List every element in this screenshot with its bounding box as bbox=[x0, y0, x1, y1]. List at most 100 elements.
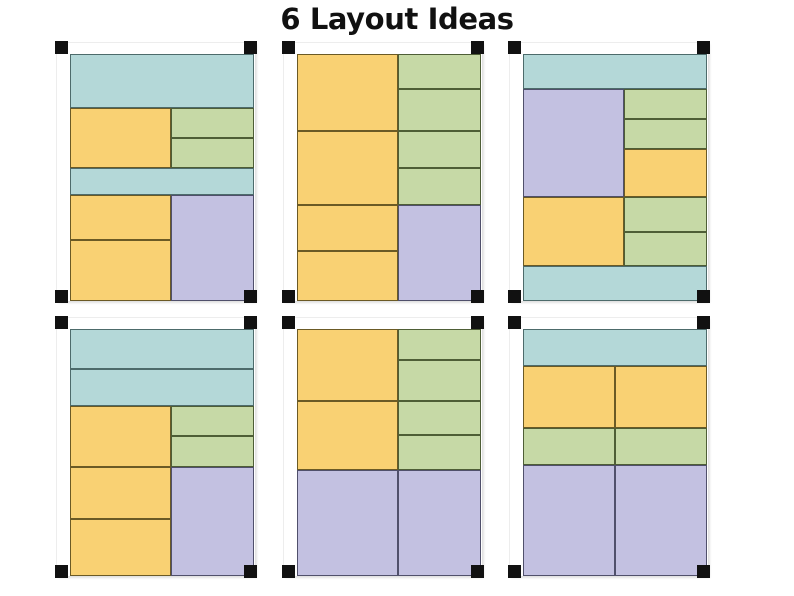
block-orange-1[interactable] bbox=[297, 329, 399, 401]
block-orange-1[interactable] bbox=[523, 366, 615, 428]
block-green-2[interactable] bbox=[398, 167, 481, 205]
block-green-1[interactable] bbox=[398, 130, 481, 168]
band-orange-pair-col-2 bbox=[615, 366, 707, 428]
block-purple-1[interactable] bbox=[171, 194, 254, 301]
selection-handle-bottom-left[interactable] bbox=[55, 565, 68, 578]
block-orange-3[interactable] bbox=[624, 149, 707, 198]
selection-handle-top-left[interactable] bbox=[55, 41, 68, 54]
block-orange-2[interactable] bbox=[70, 519, 172, 576]
block-purple-1[interactable] bbox=[297, 469, 399, 576]
block-green-2[interactable] bbox=[624, 231, 707, 267]
block-green-2[interactable] bbox=[398, 435, 481, 470]
block-green-1[interactable] bbox=[624, 88, 707, 119]
band-orange-green-top-col-1 bbox=[297, 329, 399, 401]
selection-handle-top-left[interactable] bbox=[55, 316, 68, 329]
block-orange-1[interactable] bbox=[615, 366, 707, 428]
band-purple-pair-col-2 bbox=[615, 464, 707, 576]
band-green-pair-col-2 bbox=[615, 427, 707, 465]
page-title: 6 Layout Ideas bbox=[280, 2, 514, 36]
band-orange-green-top bbox=[297, 54, 481, 131]
block-green-2[interactable] bbox=[398, 359, 481, 401]
selection-handle-top-right[interactable] bbox=[471, 316, 484, 329]
layout-idea-2[interactable] bbox=[282, 41, 484, 303]
selection-handle-top-right[interactable] bbox=[697, 41, 710, 54]
band-orange-green-col-1 bbox=[70, 108, 172, 168]
block-orange-1[interactable] bbox=[297, 130, 399, 205]
band-header-teal bbox=[523, 54, 707, 89]
selection-handle-top-left[interactable] bbox=[508, 41, 521, 54]
band-orange-purple-col-1 bbox=[297, 204, 399, 301]
block-orange-1[interactable] bbox=[523, 197, 625, 267]
band-orange-green-mid bbox=[297, 400, 481, 470]
block-green-1[interactable] bbox=[615, 427, 707, 465]
band-header-teal-2-col-1 bbox=[70, 368, 254, 406]
block-teal-1[interactable] bbox=[523, 54, 707, 89]
block-teal-1[interactable] bbox=[70, 167, 254, 195]
selection-handle-bottom-right[interactable] bbox=[697, 565, 710, 578]
block-teal-1[interactable] bbox=[523, 329, 707, 367]
selection-handle-bottom-right[interactable] bbox=[471, 290, 484, 303]
layout-idea-1[interactable] bbox=[55, 41, 257, 303]
selection-handle-bottom-right[interactable] bbox=[471, 565, 484, 578]
block-purple-1[interactable] bbox=[398, 204, 481, 301]
selection-handle-top-left[interactable] bbox=[282, 41, 295, 54]
selection-handle-bottom-right[interactable] bbox=[697, 290, 710, 303]
selection-handle-bottom-left[interactable] bbox=[508, 290, 521, 303]
selection-handle-bottom-left[interactable] bbox=[282, 565, 295, 578]
layout-idea-5[interactable] bbox=[282, 316, 484, 578]
block-green-1[interactable] bbox=[398, 400, 481, 436]
selection-handle-top-left[interactable] bbox=[508, 316, 521, 329]
selection-handle-top-right[interactable] bbox=[244, 316, 257, 329]
block-green-2[interactable] bbox=[398, 89, 481, 131]
selection-handle-top-right[interactable] bbox=[244, 41, 257, 54]
selection-handle-bottom-left[interactable] bbox=[55, 290, 68, 303]
block-green-2[interactable] bbox=[624, 119, 707, 150]
block-orange-1[interactable] bbox=[297, 204, 399, 251]
block-teal-1[interactable] bbox=[523, 266, 707, 301]
block-green-1[interactable] bbox=[171, 108, 254, 138]
block-orange-2[interactable] bbox=[297, 250, 399, 301]
block-green-2[interactable] bbox=[171, 137, 254, 168]
layout-idea-4[interactable] bbox=[55, 316, 257, 578]
selection-handle-bottom-right[interactable] bbox=[244, 565, 257, 578]
block-green-1[interactable] bbox=[398, 54, 481, 90]
selection-handle-top-right[interactable] bbox=[697, 316, 710, 329]
band-purple-green-orange-col-1 bbox=[523, 88, 625, 198]
block-green-1[interactable] bbox=[171, 405, 254, 437]
block-orange-1[interactable] bbox=[297, 400, 399, 470]
block-green-1[interactable] bbox=[398, 329, 481, 360]
block-orange-1[interactable] bbox=[70, 194, 172, 241]
layout-idea-6[interactable] bbox=[508, 316, 710, 578]
block-green-1[interactable] bbox=[523, 427, 615, 465]
block-purple-1[interactable] bbox=[398, 469, 481, 576]
band-purple-pair bbox=[523, 464, 707, 576]
band-header-teal-col-1 bbox=[70, 54, 254, 109]
selection-handle-bottom-left[interactable] bbox=[508, 565, 521, 578]
block-orange-1[interactable] bbox=[297, 54, 399, 131]
block-orange-1[interactable] bbox=[70, 108, 172, 168]
selection-handle-bottom-right[interactable] bbox=[244, 290, 257, 303]
block-purple-1[interactable] bbox=[523, 464, 615, 576]
block-teal-1[interactable] bbox=[70, 368, 254, 406]
selection-handle-bottom-left[interactable] bbox=[282, 290, 295, 303]
block-orange-1[interactable] bbox=[70, 467, 172, 520]
selection-handle-top-right[interactable] bbox=[471, 41, 484, 54]
block-green-2[interactable] bbox=[171, 436, 254, 468]
block-green-1[interactable] bbox=[624, 197, 707, 232]
block-purple-1[interactable] bbox=[171, 467, 254, 576]
band-header-teal bbox=[523, 329, 707, 367]
block-purple-1[interactable] bbox=[615, 464, 707, 576]
layout-idea-3-wireframe bbox=[523, 54, 707, 301]
layout-idea-3[interactable] bbox=[508, 41, 710, 303]
layout-idea-6-wireframe bbox=[523, 329, 707, 576]
block-purple-1[interactable] bbox=[523, 88, 625, 198]
selection-handle-top-left[interactable] bbox=[282, 316, 295, 329]
band-purple-green-orange-col-2 bbox=[624, 88, 707, 198]
band-header-teal-1 bbox=[70, 329, 254, 369]
block-orange-2[interactable] bbox=[70, 240, 172, 301]
band-divider-teal-col-1 bbox=[70, 167, 254, 195]
block-teal-1[interactable] bbox=[70, 54, 254, 109]
block-orange-1[interactable] bbox=[70, 405, 172, 468]
layout-idea-4-wireframe bbox=[70, 329, 254, 576]
block-teal-1[interactable] bbox=[70, 329, 254, 369]
